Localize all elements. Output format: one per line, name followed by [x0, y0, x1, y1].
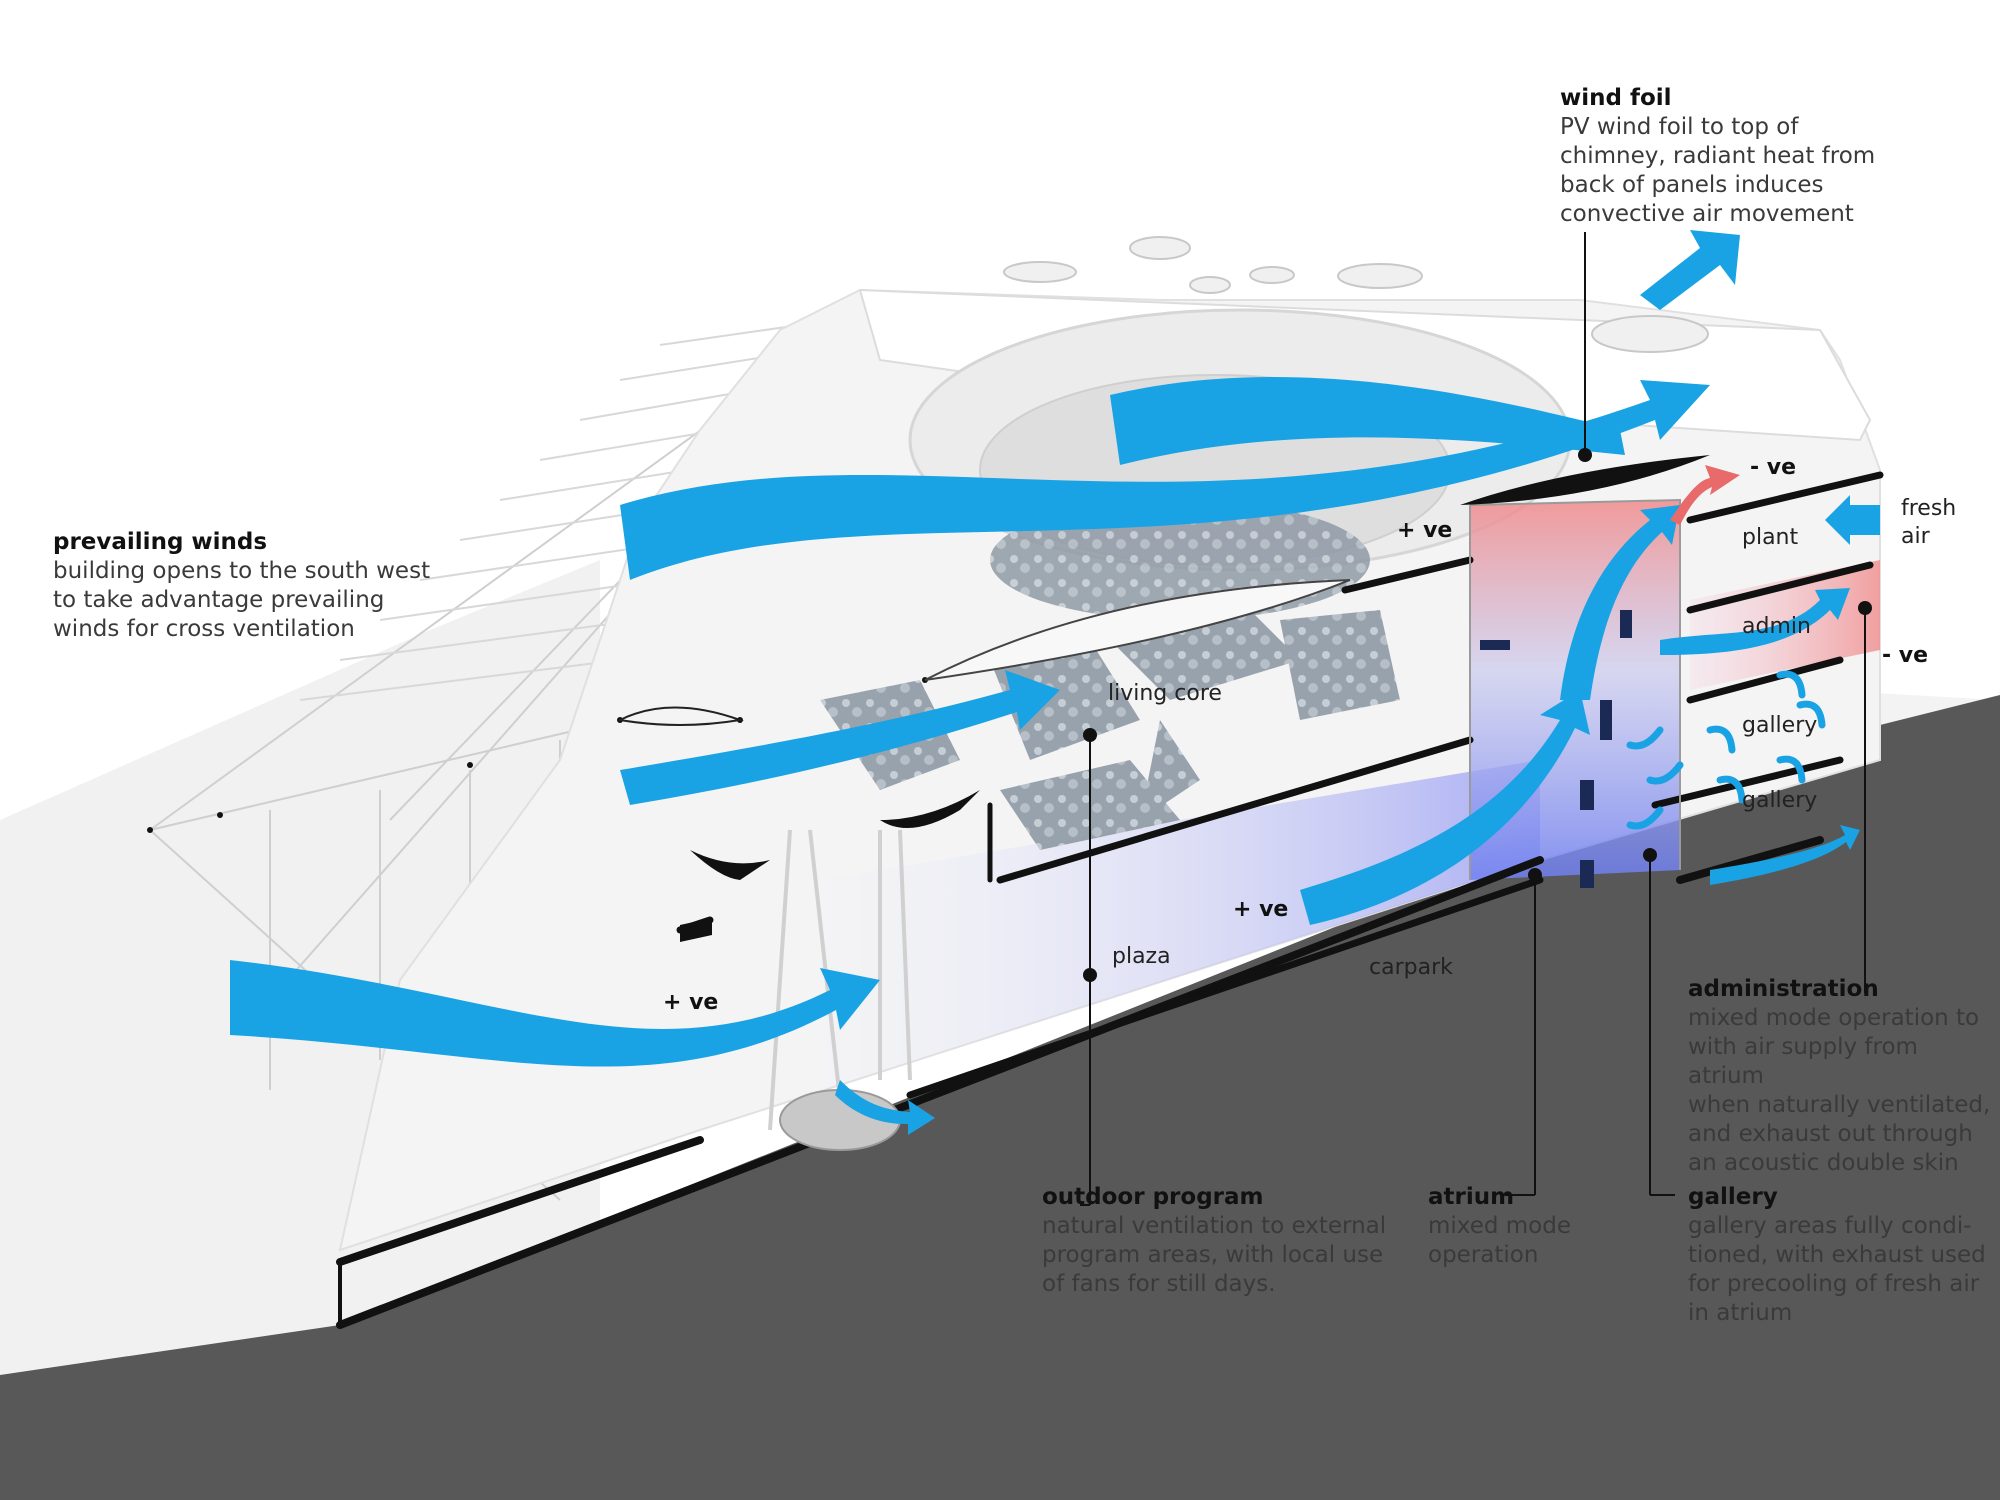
annotation-administration-title: administration: [1688, 976, 1879, 1002]
annotation-prevailing-winds: prevailing winds building opens to the s…: [53, 528, 430, 644]
annotation-prevailing-winds-body: building opens to the south west to take…: [53, 558, 431, 642]
airflow-roof-arrow: [620, 380, 1710, 580]
airflow-carpark-arrow: [1300, 690, 1590, 925]
label-admin: admin: [1742, 614, 1811, 639]
leader-dots: [1083, 448, 1872, 982]
airflow-midlevel-arrow: [620, 670, 1060, 805]
label-plaza: plaza: [1112, 944, 1171, 969]
airflow-fresh-air-in: [1825, 495, 1880, 545]
plaza-canopy-funnels: [680, 790, 980, 942]
label-fresh-air: fresh air: [1901, 496, 1957, 549]
label-gallery-upper: gallery: [1742, 713, 1818, 738]
plaza-columns: [768, 829, 912, 1131]
annotation-outdoor-program: outdoor program natural ventilation to e…: [1042, 1183, 1386, 1299]
airflow-atrium-updraft: [1560, 505, 1680, 700]
airflow-admin-arrow: [1660, 588, 1850, 655]
label-plant: plant: [1742, 525, 1799, 550]
atrium-windows: [1480, 610, 1632, 888]
annotation-outdoor-program-body: natural ventilation to external program …: [1042, 1213, 1387, 1297]
annotation-gallery: gallery gallery areas fully condi- tione…: [1688, 1183, 1986, 1328]
airflow-stair-arrow: [835, 1080, 935, 1135]
label-pressure-negative-side: - ve: [1882, 643, 1929, 668]
annotation-wind-foil-body: PV wind foil to top of chimney, radiant …: [1560, 114, 1876, 227]
annotation-administration-body: mixed mode operation to with air supply …: [1688, 1005, 1991, 1176]
wind-foil: [1460, 455, 1710, 505]
airflow-plaza-arrow: [230, 960, 880, 1067]
living-core-lens: [924, 579, 1351, 681]
floor-slabs: [336, 471, 1884, 1329]
airflow-gallery-curls: [1626, 670, 1826, 830]
label-living-core: living core: [1108, 681, 1222, 706]
annotation-gallery-body: gallery areas fully condi- tioned, with …: [1688, 1213, 1986, 1326]
label-pressure-positive-roof: + ve: [1397, 518, 1453, 543]
annotation-atrium-title: atrium: [1428, 1184, 1515, 1210]
label-gallery-lower: gallery: [1742, 788, 1818, 813]
annotation-prevailing-winds-title: prevailing winds: [53, 529, 268, 555]
annotation-atrium-body: mixed mode operation: [1428, 1213, 1571, 1268]
airflow-arrows: [230, 230, 1880, 1135]
label-pressure-positive-carpark: + ve: [1233, 897, 1289, 922]
canopy-lens: [616, 706, 744, 726]
airflow-oculus-arrow: [1110, 377, 1625, 465]
annotation-wind-foil: wind foil PV wind foil to top of chimney…: [1560, 84, 1875, 229]
roof-skylights: [1003, 236, 1709, 353]
annotation-wind-foil-title: wind foil: [1560, 85, 1672, 111]
label-pressure-negative-top: - ve: [1750, 455, 1797, 480]
annotation-outdoor-program-title: outdoor program: [1042, 1184, 1264, 1210]
airflow-foil-exhaust: [1640, 230, 1740, 310]
annotation-gallery-title: gallery: [1688, 1184, 1778, 1210]
airflow-gallery-lower-arrow: [1710, 825, 1860, 885]
label-pressure-positive-plaza: + ve: [663, 990, 719, 1015]
label-carpark: carpark: [1369, 955, 1453, 980]
annotation-administration: administration mixed mode operation to w…: [1688, 975, 2000, 1178]
airflow-warm-exhaust: [1670, 465, 1740, 525]
annotation-atrium: atrium mixed mode operation: [1428, 1183, 1571, 1270]
